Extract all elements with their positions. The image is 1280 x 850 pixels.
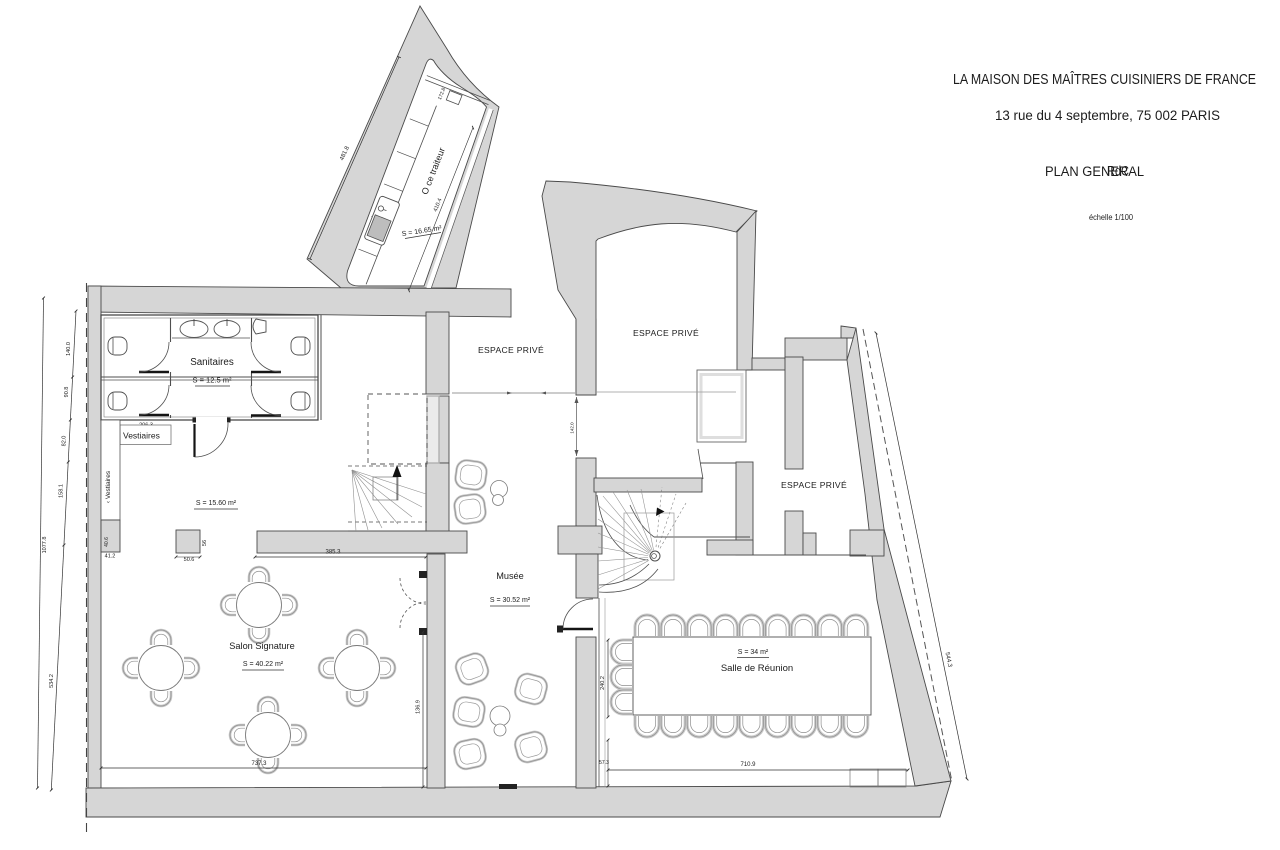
svg-text:57.3: 57.3 xyxy=(599,760,609,766)
svg-text:Vestiaires: Vestiaires xyxy=(123,431,160,441)
svg-text:172.8: 172.8 xyxy=(437,87,447,101)
svg-text:737.3: 737.3 xyxy=(251,761,267,767)
svg-text:S = 12.5 m²: S = 12.5 m² xyxy=(193,376,232,385)
svg-text:136.9: 136.9 xyxy=(416,700,422,714)
svg-text:RdC: RdC xyxy=(1107,164,1129,180)
svg-text:Salle de Réunion: Salle de Réunion xyxy=(721,663,793,674)
svg-text:ESPACE PRIVÉ: ESPACE PRIVÉ xyxy=(781,480,847,490)
svg-text:13 rue du 4 septembre, 75 002: 13 rue du 4 septembre, 75 002 PARIS xyxy=(995,108,1220,123)
svg-text:‹ Vestiaires: ‹ Vestiaires xyxy=(105,470,112,503)
svg-text:1077.8: 1077.8 xyxy=(42,537,48,554)
svg-text:56: 56 xyxy=(202,540,208,546)
svg-text:41.2: 41.2 xyxy=(105,554,116,560)
svg-text:S = 40.22 m²: S = 40.22 m² xyxy=(243,661,284,668)
svg-text:82.0: 82.0 xyxy=(61,436,67,447)
svg-text:S = 34 m²: S = 34 m² xyxy=(738,649,769,656)
svg-text:534.2: 534.2 xyxy=(49,674,55,688)
svg-text:S = 30.52 m²: S = 30.52 m² xyxy=(490,597,531,604)
svg-text:90.8: 90.8 xyxy=(64,387,70,398)
svg-text:Sanitaires: Sanitaires xyxy=(190,357,234,368)
svg-text:240.2: 240.2 xyxy=(600,676,606,690)
svg-text:544.3: 544.3 xyxy=(943,652,952,669)
svg-text:échelle 1/100: échelle 1/100 xyxy=(1089,213,1134,222)
svg-text:ESPACE PRIVÉ: ESPACE PRIVÉ xyxy=(478,345,544,355)
svg-text:140.0: 140.0 xyxy=(66,342,72,356)
svg-text:710.9: 710.9 xyxy=(740,762,756,768)
svg-text:S = 15.60 m²: S = 15.60 m² xyxy=(196,500,237,507)
svg-text:40.6: 40.6 xyxy=(104,537,110,547)
svg-text:PLAN GENERAL: PLAN GENERAL xyxy=(1045,164,1144,180)
svg-text:LA MAISON DES MAÎTRES CUISINIE: LA MAISON DES MAÎTRES CUISINIERS DE FRAN… xyxy=(953,71,1256,88)
svg-text:142.0: 142.0 xyxy=(570,422,575,434)
svg-text:ESPACE PRIVÉ: ESPACE PRIVÉ xyxy=(633,328,699,338)
svg-text:385.3: 385.3 xyxy=(325,550,341,556)
svg-text:Salon Signature: Salon Signature xyxy=(229,641,294,651)
svg-text:Musée: Musée xyxy=(496,571,524,581)
svg-text:158.1: 158.1 xyxy=(59,484,65,498)
svg-text:410.4: 410.4 xyxy=(433,198,444,213)
svg-text:50.6: 50.6 xyxy=(184,557,195,563)
